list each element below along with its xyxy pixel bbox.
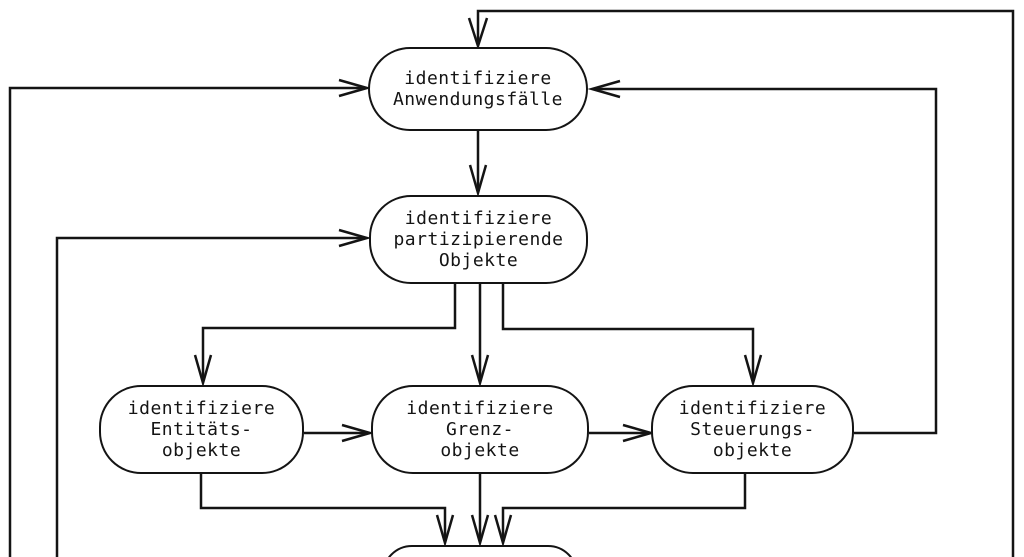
arrowhead-down-icon: [470, 354, 490, 388]
edge-loop-left-inner-to-participating: [55, 228, 372, 557]
arrowhead-down-icon: [743, 354, 763, 388]
node-bottom-partial: [382, 545, 578, 557]
arrowhead-down-icon: [193, 354, 213, 388]
arrowhead-down-icon: [493, 514, 513, 548]
edge-use-cases-to-participating: [468, 131, 488, 198]
arrowhead-down-icon: [435, 514, 455, 548]
node-label: identifiziere Anwendungsfälle: [392, 68, 564, 110]
edge-control-to-use-cases: [587, 79, 938, 435]
node-label: identifiziere Grenz- objekte: [406, 398, 554, 461]
node-label: identifiziere Entitäts- objekte: [127, 398, 276, 461]
node-identifiziere-anwendungsfaelle: identifiziere Anwendungsfälle: [368, 47, 588, 131]
node-label: identifiziere Steuerungs- objekte: [678, 398, 827, 461]
edge-participating-to-control: [501, 284, 763, 388]
edge-boundary-to-control: [589, 423, 656, 443]
node-label: identifiziere partizipierende Objekte: [393, 208, 564, 271]
node-identifiziere-grenzobjekte: identifiziere Grenz- objekte: [371, 385, 589, 474]
edge-entity-to-bottom: [199, 474, 455, 548]
edge-entity-to-boundary: [304, 423, 375, 443]
arrowhead-right-icon: [341, 423, 375, 443]
edge-boundary-to-bottom: [470, 474, 490, 548]
node-identifiziere-partizipierende-objekte: identifiziere partizipierende Objekte: [369, 195, 588, 284]
edge-participating-to-entity: [193, 284, 457, 388]
arrowhead-down-icon: [468, 164, 488, 198]
node-identifiziere-entitaetsobjekte: identifiziere Entitäts- objekte: [99, 385, 304, 474]
arrowhead-left-icon: [587, 79, 621, 99]
arrowhead-down-icon: [467, 17, 489, 51]
arrowhead-right-icon: [338, 78, 372, 98]
edge-participating-to-boundary: [470, 284, 490, 388]
edge-loop-right-outer-to-use-cases: [467, 9, 1015, 557]
edge-loop-left-outer-to-use-cases: [8, 78, 372, 557]
arrowhead-down-icon: [470, 514, 490, 548]
arrowhead-right-icon: [338, 228, 372, 248]
edge-control-to-bottom: [493, 474, 747, 548]
node-identifiziere-steuerungsobjekte: identifiziere Steuerungs- objekte: [651, 385, 854, 474]
